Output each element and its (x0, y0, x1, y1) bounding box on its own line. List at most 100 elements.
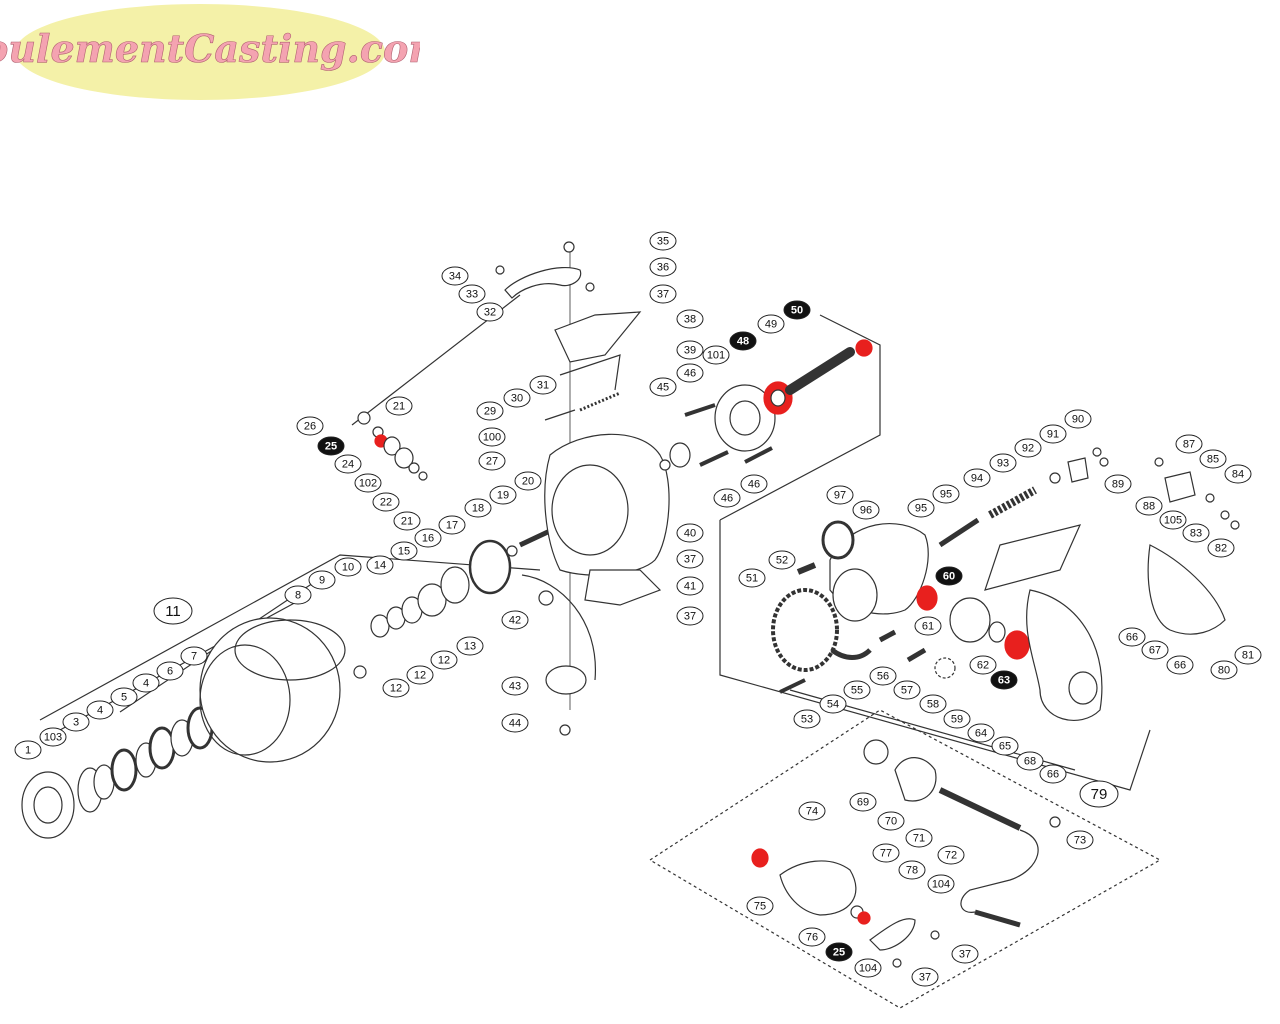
spool-inner-rim (199, 644, 291, 756)
part-label-text: 31 (537, 380, 549, 392)
spring-31 (579, 391, 621, 412)
part-label-text: 80 (1218, 665, 1230, 677)
part-label-bubble (849, 792, 877, 812)
part-label-bubble (713, 488, 741, 508)
gear-97 (821, 520, 855, 560)
screw-53 (779, 678, 806, 694)
part-label: 102 (354, 473, 382, 493)
part-label-bubble (937, 845, 965, 865)
part-label-text: 43 (509, 681, 521, 693)
part-label-text: 21 (401, 516, 413, 528)
body-group-line (719, 520, 1151, 791)
part-label-bubble (907, 498, 935, 518)
part-label-bubble (854, 958, 882, 978)
part-label-bubble (729, 331, 757, 351)
part-label-text: 26 (304, 421, 316, 433)
part-label-bubble (649, 377, 677, 397)
part-label-bubble (110, 687, 138, 707)
part-label: 50 (783, 300, 811, 320)
part-label-text: 13 (464, 641, 476, 653)
part-label: 3 (62, 712, 90, 732)
part-label: 57 (893, 680, 921, 700)
shaft-94 (988, 486, 1037, 519)
part-label: 61 (914, 616, 942, 636)
part-label: 68 (1016, 751, 1044, 771)
part-label: 12 (406, 665, 434, 685)
assembly-label-bubble (1079, 780, 1119, 808)
body-boss (1068, 671, 1098, 705)
guide-57 (906, 647, 927, 663)
shaft-20 (518, 527, 554, 548)
washer-15 (440, 566, 470, 604)
part-label-text: 93 (997, 458, 1009, 470)
part-label-text: 46 (684, 368, 696, 380)
part-label: 15 (390, 541, 418, 561)
part-label: 104 (854, 958, 882, 978)
part-label-text: 97 (834, 490, 846, 502)
part-label-bubble (943, 709, 971, 729)
part-label-bubble (738, 568, 766, 588)
part-label-text: 90 (1072, 414, 1084, 426)
part-label-text: 65 (999, 741, 1011, 753)
gear-59 (934, 657, 956, 679)
part-label-text: 37 (684, 611, 696, 623)
part-label-text: 77 (880, 848, 892, 860)
part-label: 92 (1014, 438, 1042, 458)
part-label-bubble (676, 363, 704, 383)
part-label-text: 83 (1190, 528, 1202, 540)
part-label-text: 95 (915, 503, 927, 515)
ring-84 (1205, 493, 1215, 503)
part-label-text: 57 (901, 685, 913, 697)
part-label-bubble (1064, 409, 1092, 429)
washer-62 (988, 621, 1006, 643)
part-label: 71 (905, 828, 933, 848)
handle-shaft-71 (938, 787, 1022, 831)
part-label: 55 (843, 680, 871, 700)
part-label: 74 (798, 801, 826, 821)
part-label-bubble (969, 655, 997, 675)
bearing-48-bore (770, 389, 786, 407)
part-label-bubble (649, 284, 677, 304)
part-label: 69 (849, 792, 877, 812)
rotor-nut-13 (417, 583, 447, 617)
part-label: 26 (296, 416, 324, 436)
part-label-text: 14 (374, 560, 386, 572)
guide-56 (878, 629, 897, 643)
part-label-bubble (1014, 438, 1042, 458)
part-label-text: 34 (449, 271, 461, 283)
part-label-bubble (783, 300, 811, 320)
part-label: 37 (676, 606, 704, 626)
part-label: 72 (937, 845, 965, 865)
part-label-bubble (872, 843, 900, 863)
part-label-bubble (308, 570, 336, 590)
part-label-text: 30 (511, 393, 523, 405)
clip-91 (1067, 457, 1089, 483)
assembly-label: 11 (153, 597, 193, 625)
part-label-text: 40 (684, 528, 696, 540)
part-label-bubble (740, 474, 768, 494)
part-label: 36 (649, 257, 677, 277)
part-label-bubble (476, 302, 504, 322)
bearing-retainer-101 (714, 384, 776, 452)
screw-37e (892, 958, 902, 968)
part-label: 21 (385, 396, 413, 416)
part-label-bubble (478, 427, 506, 447)
bail-wire-39 (559, 354, 621, 391)
part-label: 93 (989, 453, 1017, 473)
ring-22 (408, 462, 420, 474)
part-label: 96 (852, 500, 880, 520)
part-label-bubble (951, 944, 979, 964)
part-label-bubble (414, 528, 442, 548)
part-label-bubble (385, 396, 413, 416)
part-label-bubble (852, 500, 880, 520)
drag-washer-4 (110, 748, 138, 792)
part-label: 95 (907, 498, 935, 518)
part-label: 1 (14, 740, 42, 760)
handle-grip-75 (779, 860, 857, 916)
part-label-bubble (1104, 474, 1132, 494)
part-label-text: 46 (748, 479, 760, 491)
part-label: 95 (932, 484, 960, 504)
part-label-text: 68 (1024, 756, 1036, 768)
washer-83 (1220, 510, 1230, 520)
part-label-text: 92 (1022, 443, 1034, 455)
